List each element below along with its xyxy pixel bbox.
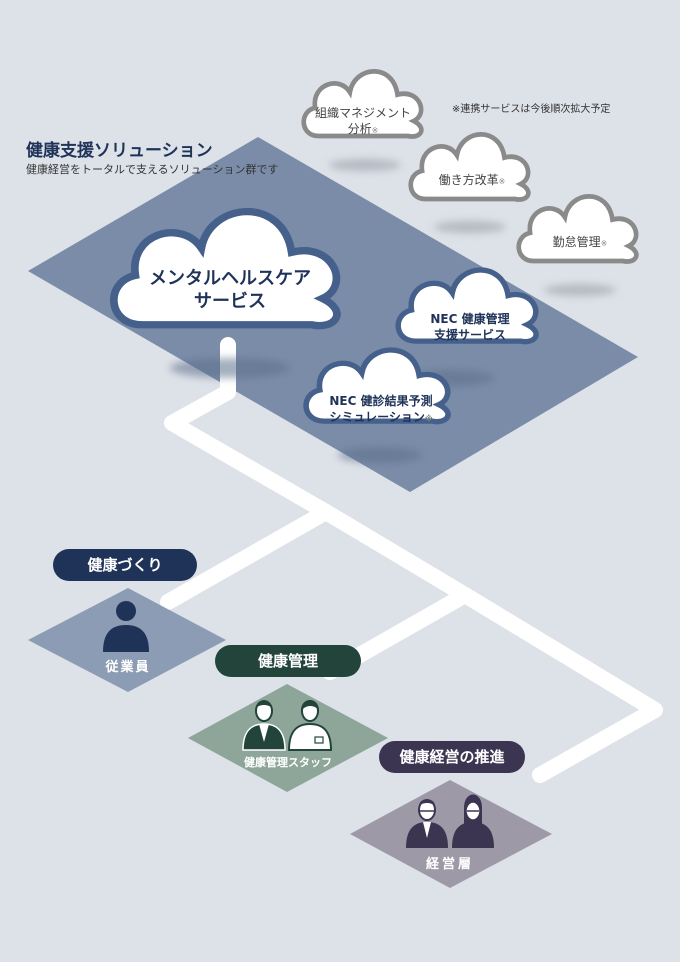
exec-person-icon-female: [452, 794, 494, 848]
nec-predict-cloud-label: NEC 健診結果予測 シミュレーション※: [306, 393, 456, 425]
employee-person-icon: [103, 601, 149, 652]
exec-person-icon-male: [406, 799, 448, 848]
exec-label: 経営層: [425, 857, 474, 872]
mental-health-line1: メンタルヘルスケア: [149, 268, 311, 289]
pill-health-promotion: 健康経営の推進: [379, 741, 525, 773]
staff-person-icon-female: [287, 700, 333, 751]
attendance-line1: 勤怠管理: [552, 235, 601, 249]
pill-health-management: 健康管理: [215, 645, 361, 677]
staff-label: 健康管理スタッフ: [244, 756, 332, 769]
attendance-mark: ※: [600, 239, 608, 248]
expansion-note: ※連携サービスは今後順次拡大予定: [452, 104, 611, 115]
attendance-cloud-label: 勤怠管理※: [520, 235, 640, 251]
nec-predict-line1: NEC 健診結果予測: [329, 394, 433, 408]
employee-label: 従業員: [105, 660, 151, 675]
org-management-mark: ※: [371, 125, 379, 135]
nec-support-line1: NEC 健康管理: [430, 312, 510, 326]
workstyle-mark: ※: [498, 177, 506, 186]
org-management-line2: 分析: [347, 121, 372, 136]
staff-tile: [188, 684, 388, 792]
page-subtitle: 健康経営をトータルで支えるソリューション群です: [26, 163, 279, 176]
cloud-workstyle: [411, 134, 529, 199]
pill-health-building: 健康づくり: [53, 549, 197, 581]
org-management-cloud-label: 組織マネジメント 分析※: [303, 106, 423, 137]
mental-health-line2: サービス: [194, 290, 266, 312]
nec-predict-line2: シミュレーション: [329, 410, 425, 425]
staff-person-icon-male: [242, 700, 286, 751]
nec-support-cloud-label: NEC 健康管理 支援サービス: [400, 311, 540, 343]
page-title: 健康支援ソリューション: [26, 141, 213, 161]
grey-cloud-shadows: [329, 159, 616, 296]
exec-tile: [350, 780, 552, 888]
mental-health-cloud-label: メンタルヘルスケア サービス: [120, 268, 340, 313]
org-management-line1: 組織マネジメント: [314, 106, 411, 120]
nec-support-line2: 支援サービス: [433, 328, 506, 343]
cloud-attendance: [519, 196, 637, 261]
workstyle-line1: 働き方改革: [438, 173, 499, 187]
nec-predict-mark: ※: [424, 414, 433, 424]
workstyle-cloud-label: 働き方改革※: [412, 173, 532, 189]
